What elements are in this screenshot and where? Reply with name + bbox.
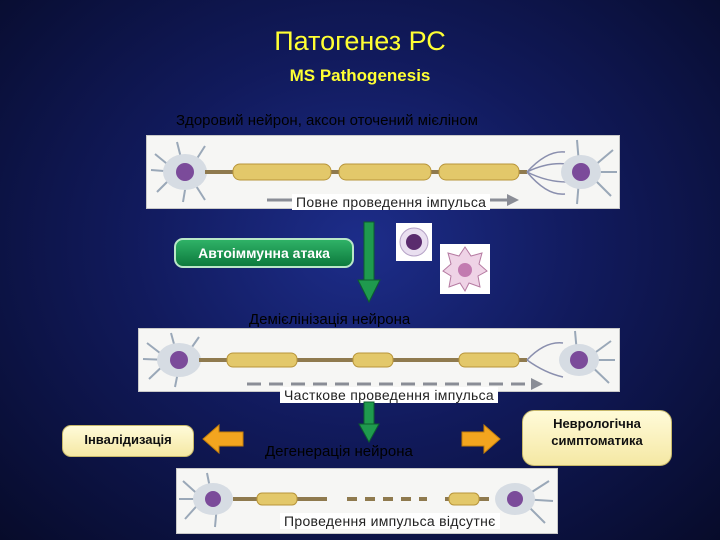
lymphocyte-icon xyxy=(396,223,432,261)
down-arrow-1 xyxy=(357,221,381,304)
healthy-impulse-label: Повне проведення імпульса xyxy=(292,194,491,210)
left-arrow xyxy=(202,423,244,455)
demyelination-caption: Демієлінізація нейрона xyxy=(249,311,411,328)
right-arrow xyxy=(461,423,501,455)
disability-box: Інвалідизація xyxy=(62,425,194,457)
page-subtitle: MS Pathogenesis xyxy=(289,66,431,85)
damaged-myelin xyxy=(226,352,520,368)
macrophage-icon xyxy=(440,244,490,294)
autoimmune-attack-label: Автоіммунна атака xyxy=(174,238,354,268)
myelin-sheath xyxy=(232,163,520,181)
degenerated-neuron-diagram xyxy=(179,472,554,528)
no-impulse-label: Проведення импульса відсутнє xyxy=(280,513,500,529)
demyelinated-neuron-diagram xyxy=(142,330,615,390)
demyelinated-neuron-panel xyxy=(138,328,620,392)
cell-nucleus xyxy=(176,163,194,181)
down-arrow-2 xyxy=(358,401,380,444)
partial-impulse-label: Часткове проведення імпульса xyxy=(280,387,499,403)
neuro-symptoms-line1: Неврологічна xyxy=(553,416,641,431)
degeneration-caption: Дегенерація нейрона xyxy=(265,443,413,460)
page-title: Патогенез РС xyxy=(274,26,446,56)
neuro-symptoms-box: Неврологічна симптоматика xyxy=(522,410,672,466)
healthy-neuron-caption: Здоровий нейрон, аксон оточений мієліном xyxy=(176,112,478,129)
neuro-symptoms-line2: симптоматика xyxy=(551,433,643,448)
